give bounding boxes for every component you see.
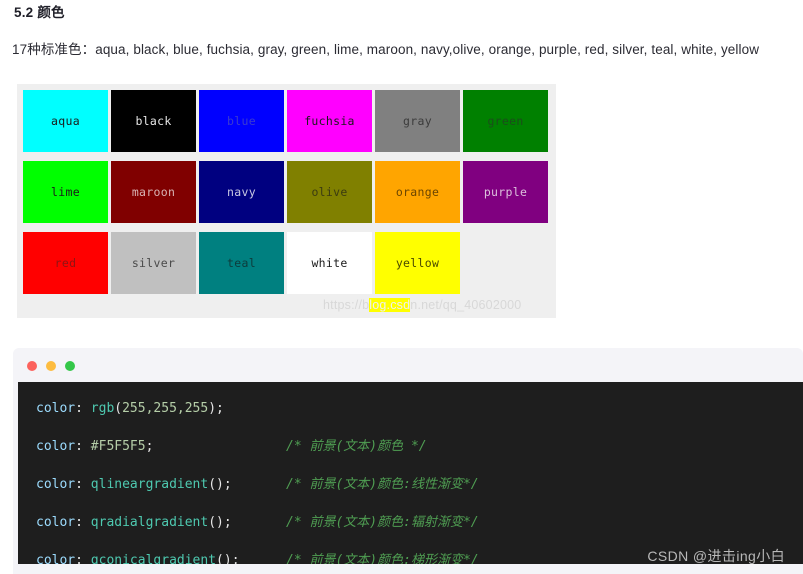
code-line: color: rgb(255,255,255); [18, 390, 803, 428]
css-function-name: qlineargradient [90, 477, 209, 492]
code-declaration: color: qlineargradient(); [36, 466, 286, 504]
paren-open: ( [208, 515, 217, 530]
color-swatch-green: green [463, 90, 548, 152]
color-swatch-black: black [111, 90, 196, 152]
color-swatch-label: aqua [51, 114, 80, 128]
css-colon: : [75, 515, 91, 530]
css-property-name: color [36, 439, 76, 454]
paren-close: ) [216, 477, 224, 492]
css-colon: : [75, 553, 91, 564]
css-value: #F5F5F5 [90, 439, 146, 454]
color-swatch-label: black [135, 114, 172, 128]
color-swatch-label: white [311, 256, 348, 270]
code-card-titlebar [13, 357, 803, 375]
paren-open: ( [208, 477, 217, 492]
color-swatch-aqua: aqua [23, 90, 108, 152]
color-swatch-panel: aqua black blue fuchsia gray green lime maroon n… [17, 84, 556, 318]
color-swatch-label: green [487, 114, 524, 128]
code-declaration: color: qradialgradient(); [36, 504, 286, 542]
code-comment: /* 前景(文本)颜色:梯形渐变*/ [286, 553, 479, 564]
code-card: color: rgb(255,255,255);color: #F5F5F5;/… [13, 348, 803, 574]
code-comment: /* 前景(文本)颜色:线性渐变*/ [286, 477, 479, 492]
color-swatch-silver: silver [111, 232, 196, 294]
css-colon: : [75, 401, 91, 416]
color-swatch-label: lime [51, 185, 80, 199]
color-swatch-label: yellow [395, 256, 440, 270]
paren-close: ) [208, 401, 217, 416]
color-swatch-blue: blue [199, 90, 284, 152]
code-line: color: qlineargradient();/* 前景(文本)颜色:线性渐… [18, 466, 803, 504]
paren-close: ) [216, 515, 224, 530]
maximize-dot-icon[interactable] [65, 361, 75, 371]
code-declaration: color: qconicalgradient(); [36, 542, 286, 564]
color-swatch-label: maroon [131, 185, 176, 199]
semicolon: ; [145, 439, 154, 454]
color-swatch-label: red [54, 256, 77, 270]
color-swatch-red: red [23, 232, 108, 294]
semicolon: ; [216, 401, 224, 416]
minimize-dot-icon[interactable] [46, 361, 56, 371]
css-function-name: qconicalgradient [90, 553, 217, 564]
semicolon: ; [223, 477, 232, 492]
css-property-name: color [36, 553, 76, 564]
color-swatch-label: silver [131, 256, 176, 270]
color-swatch-navy: navy [199, 161, 284, 223]
css-colon: : [75, 477, 91, 492]
page-title: 5.2 颜色 [14, 5, 65, 20]
color-swatch-maroon: maroon [111, 161, 196, 223]
color-swatch-purple: purple [463, 161, 548, 223]
code-line: color: qconicalgradient();/* 前景(文本)颜色:梯形… [18, 542, 803, 564]
color-swatch-orange: orange [375, 161, 460, 223]
code-declaration: color: rgb(255,255,255); [36, 390, 286, 428]
color-swatch-gray: gray [375, 90, 460, 152]
color-swatch-teal: teal [199, 232, 284, 294]
color-swatch-empty [463, 232, 548, 294]
css-property-name: color [36, 477, 76, 492]
paren-close: ) [223, 553, 232, 564]
color-swatch-label: orange [395, 185, 440, 199]
color-swatch-fuchsia: fuchsia [287, 90, 372, 152]
css-property-name: color [36, 401, 76, 416]
css-function-name: rgb [90, 401, 115, 416]
color-swatch-yellow: yellow [375, 232, 460, 294]
color-swatch-label: fuchsia [304, 114, 355, 128]
code-editor-body[interactable]: color: rgb(255,255,255);color: #F5F5F5;/… [18, 382, 803, 564]
code-comment: /* 前景(文本)颜色 */ [286, 439, 427, 454]
color-swatch-label: blue [227, 114, 256, 128]
css-property-name: color [36, 515, 76, 530]
color-swatch-grid: aqua black blue fuchsia gray green lime maroon n… [23, 90, 556, 298]
color-swatch-label: gray [403, 114, 432, 128]
color-swatch-label: purple [483, 185, 528, 199]
code-comment: /* 前景(文本)颜色:辐射渐变*/ [286, 515, 479, 530]
code-line: color: #F5F5F5;/* 前景(文本)颜色 */ [18, 428, 803, 466]
color-swatch-white: white [287, 232, 372, 294]
code-declaration: color: #F5F5F5; [36, 428, 286, 466]
semicolon: ; [223, 515, 232, 530]
css-function-name: qradialgradient [90, 515, 209, 530]
color-swatch-label: teal [227, 256, 256, 270]
code-line: color: qradialgradient();/* 前景(文本)颜色:辐射渐… [18, 504, 803, 542]
close-dot-icon[interactable] [27, 361, 37, 371]
css-function-args: 255,255,255 [122, 401, 209, 416]
semicolon: ; [231, 553, 240, 564]
paren-open: ( [216, 553, 224, 564]
color-swatch-label: olive [311, 185, 348, 199]
intro-paragraph: 17种标准色：aqua, black, blue, fuchsia, gray,… [12, 42, 760, 57]
color-swatch-olive: olive [287, 161, 372, 223]
paren-open: ( [114, 401, 123, 416]
color-swatch-lime: lime [23, 161, 108, 223]
color-swatch-label: navy [227, 185, 256, 199]
css-colon: : [75, 439, 91, 454]
